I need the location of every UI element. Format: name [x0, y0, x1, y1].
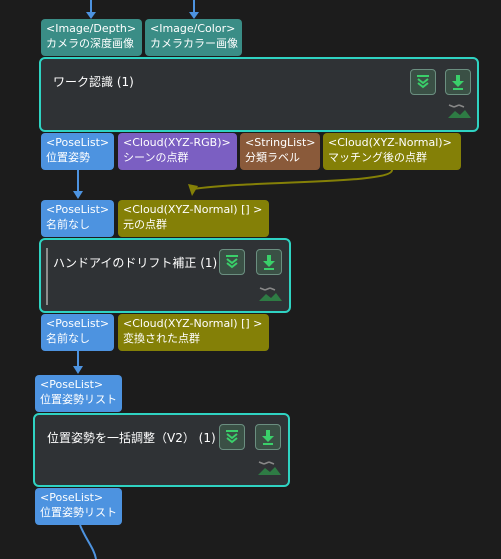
output-port-pose-list[interactable]: <PoseList> 位置姿勢リスト — [35, 488, 122, 525]
download-arrow-icon — [263, 255, 275, 270]
output-port-pose[interactable]: <PoseList> 位置姿勢 — [41, 133, 114, 170]
port-type: <Image/Depth> — [46, 22, 137, 35]
download-button[interactable] — [255, 424, 281, 450]
step-batch-adjust-poses[interactable]: 位置姿勢を一括調整（V2） (1) — [33, 413, 290, 487]
port-type: <PoseList> — [40, 491, 104, 504]
status-landscape-icon — [448, 104, 471, 118]
status-landscape-icon — [258, 461, 281, 475]
port-type: <Cloud(XYZ-RGB)> — [123, 136, 231, 149]
wire-pose-1-2-arrowhead — [73, 191, 83, 199]
input-port-pose[interactable]: <PoseList> 名前なし — [41, 200, 114, 237]
input-port-depth-image[interactable]: <Image/Depth> カメラの深度画像 — [41, 19, 142, 56]
port-name: シーンの点群 — [123, 151, 189, 164]
input-port-original-cloud[interactable]: <Cloud(XYZ-Normal) [] > 元の点群 — [118, 200, 269, 237]
wire-cloud-1-2-arrowhead — [188, 184, 198, 196]
download-button[interactable] — [445, 69, 471, 95]
port-type: <Image/Color> — [150, 22, 236, 35]
input-port-pose-list[interactable]: <PoseList> 位置姿勢リスト — [35, 375, 122, 412]
port-type: <PoseList> — [40, 378, 104, 391]
port-name: 変換された点群 — [123, 332, 200, 345]
port-name: 位置姿勢 — [46, 151, 90, 164]
step-hand-eye-drift-correction[interactable]: ハンドアイのドリフト補正 (1) — [39, 238, 291, 313]
breakpoint-marker — [46, 248, 48, 305]
status-landscape-icon — [259, 287, 282, 301]
port-type: <Cloud(XYZ-Normal)> — [328, 136, 452, 149]
port-name: 位置姿勢リスト — [40, 506, 117, 519]
port-type: <Cloud(XYZ-Normal) [] > — [123, 317, 263, 330]
output-port-matched-cloud[interactable]: <Cloud(XYZ-Normal)> マッチング後の点群 — [323, 133, 461, 170]
collapse-button[interactable] — [219, 424, 245, 450]
port-type: <PoseList> — [46, 317, 110, 330]
wire-pose-out — [79, 524, 97, 559]
port-name: カメラカラー画像 — [150, 37, 238, 50]
step-title: 位置姿勢を一括調整（V2） (1) — [47, 431, 216, 445]
port-name: 位置姿勢リスト — [40, 393, 117, 406]
port-type: <PoseList> — [46, 203, 110, 216]
output-port-pose[interactable]: <PoseList> 名前なし — [41, 314, 114, 351]
output-port-transformed-cloud[interactable]: <Cloud(XYZ-Normal) [] > 変換された点群 — [118, 314, 269, 351]
download-arrow-icon — [452, 75, 464, 90]
port-type: <Cloud(XYZ-Normal) [] > — [123, 203, 263, 216]
chevron-double-down-icon — [226, 255, 238, 269]
chevron-double-down-icon — [226, 430, 238, 444]
chevron-double-down-icon — [417, 75, 429, 89]
wire-cloud-1-2 — [192, 169, 393, 190]
input-port-color-image[interactable]: <Image/Color> カメラカラー画像 — [145, 19, 242, 56]
step-title: ワーク認識 (1) — [53, 75, 134, 89]
step-title: ハンドアイのドリフト補正 (1) — [53, 256, 218, 270]
wire-pose-2-3-arrowhead — [73, 366, 83, 374]
port-name: 元の点群 — [123, 218, 167, 231]
output-port-scene-cloud[interactable]: <Cloud(XYZ-RGB)> シーンの点群 — [118, 133, 237, 170]
port-name: 分類ラベル — [245, 151, 300, 164]
port-type: <PoseList> — [46, 136, 110, 149]
port-name: 名前なし — [46, 218, 90, 231]
output-port-class-labels[interactable]: <StringList> 分類ラベル — [240, 133, 320, 170]
collapse-button[interactable] — [410, 69, 436, 95]
download-button[interactable] — [256, 249, 282, 275]
port-name: マッチング後の点群 — [328, 151, 427, 164]
port-type: <StringList> — [245, 136, 316, 149]
port-name: カメラの深度画像 — [46, 37, 134, 50]
step-workpiece-recognition[interactable]: ワーク認識 (1) — [39, 57, 479, 132]
wire-depth-arrowhead — [86, 12, 96, 19]
wire-color-arrowhead — [189, 12, 199, 19]
collapse-button[interactable] — [219, 249, 245, 275]
port-name: 名前なし — [46, 332, 90, 345]
download-arrow-icon — [262, 430, 274, 445]
